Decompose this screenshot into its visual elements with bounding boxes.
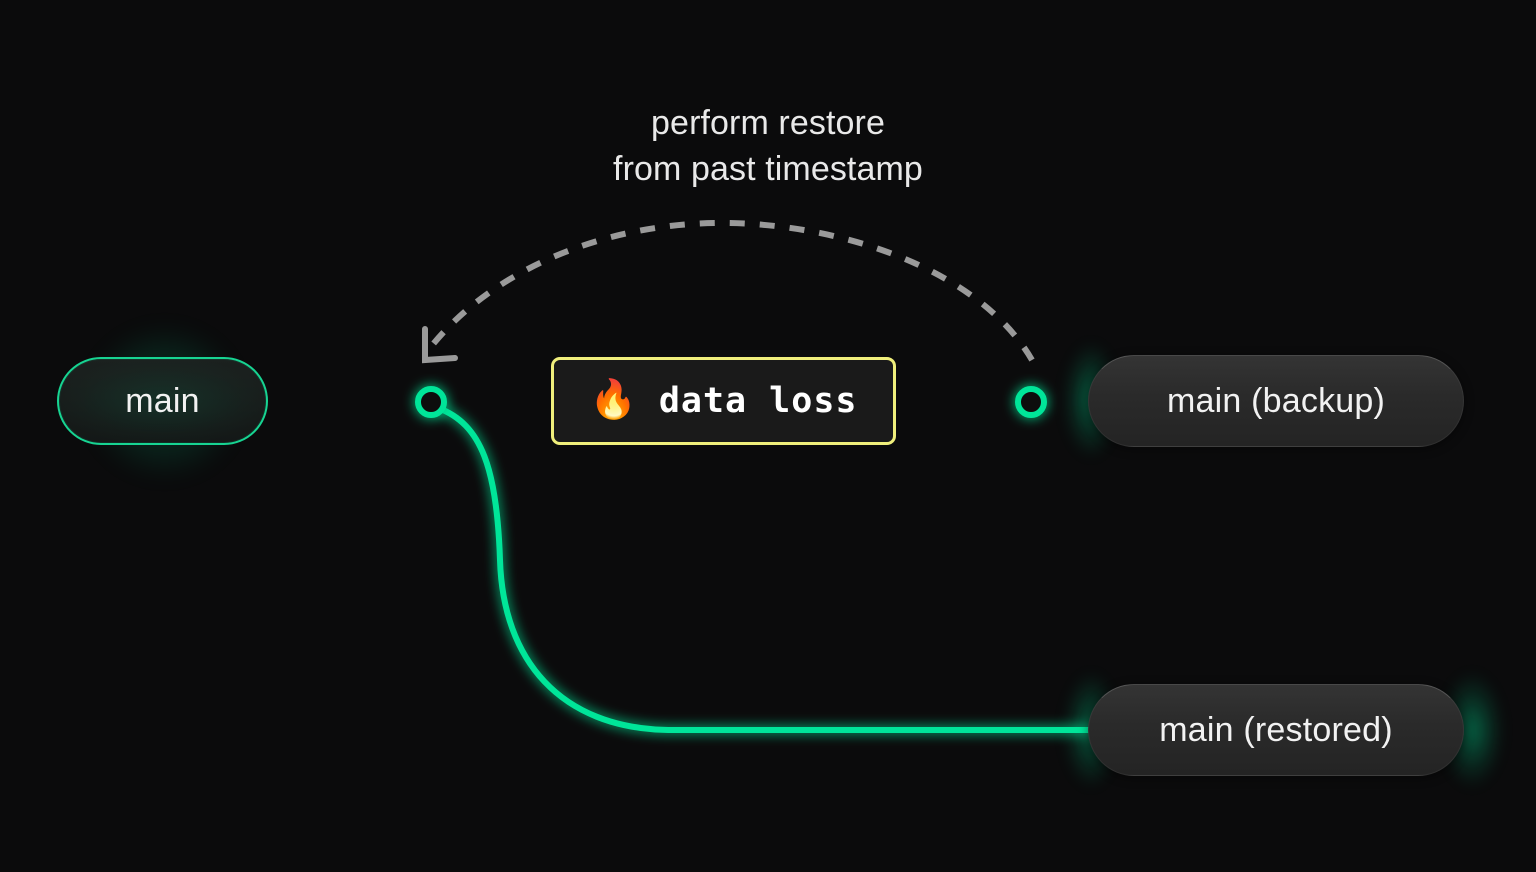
branch-commit-dot[interactable]	[415, 386, 447, 418]
node-main-label: main	[125, 381, 200, 420]
data-loss-badge[interactable]: 🔥 data loss	[551, 357, 896, 445]
restore-arrow-path	[427, 219, 1035, 362]
data-loss-label: data loss	[658, 381, 858, 421]
node-main-backup-label: main (backup)	[1166, 381, 1386, 420]
restore-annotation-text: perform restore from past timestamp	[613, 104, 923, 188]
node-main-restored-label: main (restored)	[1159, 710, 1393, 749]
backup-commit-dot[interactable]	[1015, 386, 1047, 418]
node-main-restored[interactable]: main (restored)	[1088, 684, 1464, 776]
node-main-backup[interactable]: main (backup)	[1088, 355, 1464, 447]
node-main[interactable]: main	[57, 357, 268, 445]
fire-emoji: 🔥	[589, 379, 637, 421]
restore-arrowhead-icon	[422, 326, 458, 364]
edge-branch-to-restored	[435, 405, 1093, 733]
